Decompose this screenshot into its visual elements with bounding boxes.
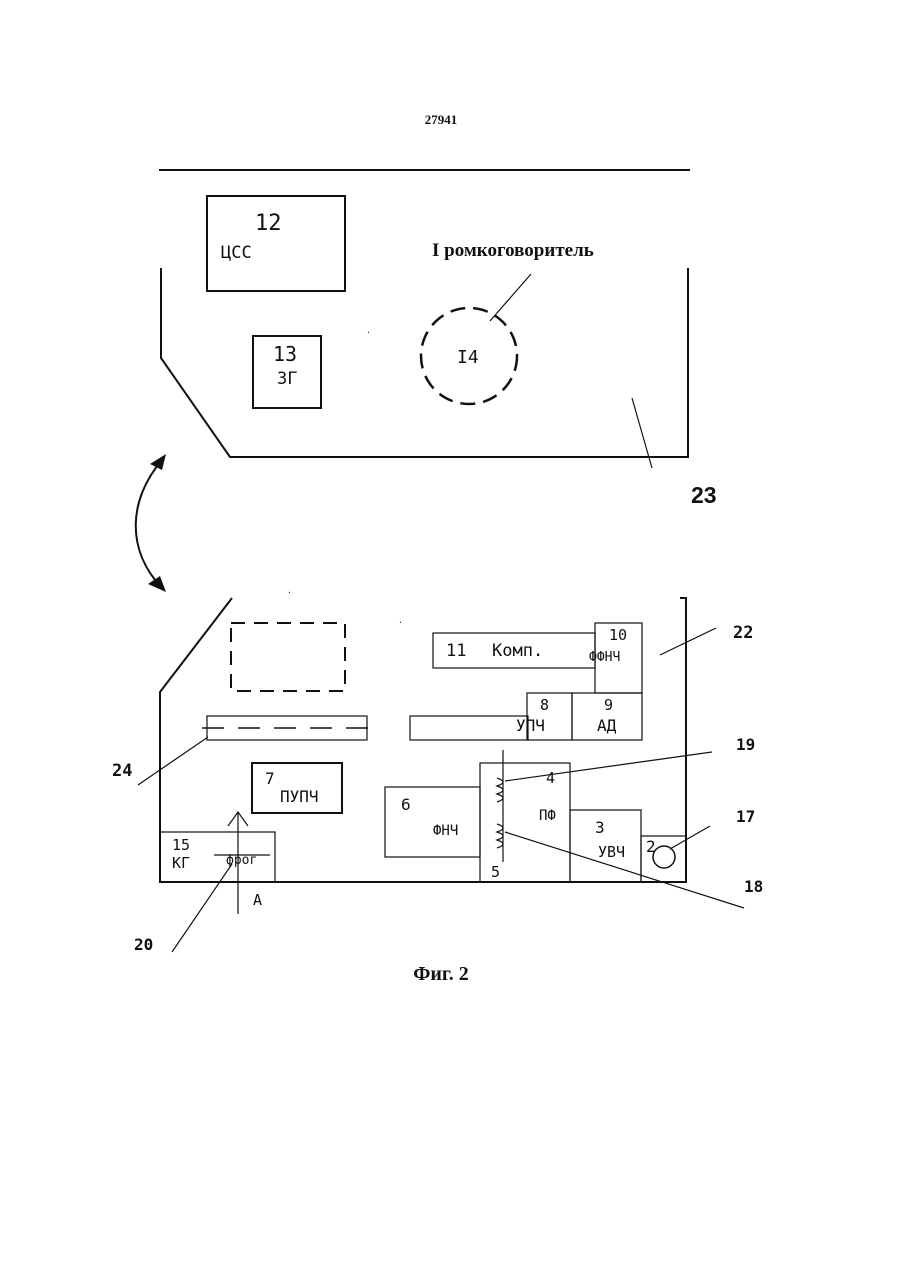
ref-17: 17 xyxy=(736,807,755,826)
top-panel-outline xyxy=(161,268,688,457)
block-11-label: Комп. xyxy=(492,641,543,661)
strip-before-8 xyxy=(410,716,528,740)
block-12-number: 12 xyxy=(255,211,282,236)
stray-dot-3: . xyxy=(398,616,403,625)
rotation-arrow-curve xyxy=(136,460,162,588)
rotation-arrow-head-bottom xyxy=(148,576,166,592)
block-5-number: 5 xyxy=(491,863,500,881)
ref-18: 18 xyxy=(744,877,763,896)
block-3-label: УВЧ xyxy=(598,843,625,861)
ref-24: 24 xyxy=(112,761,132,781)
block-15-number: 15 xyxy=(172,836,190,854)
ref-22: 22 xyxy=(733,623,753,643)
block-10-number: 10 xyxy=(609,626,627,644)
rotation-arrow xyxy=(136,454,166,592)
block-7-number: 7 xyxy=(265,769,275,788)
block-12-label: ЦСС xyxy=(221,243,252,263)
block-8-number: 8 xyxy=(540,696,549,714)
block-9-number: 9 xyxy=(604,696,613,714)
patent-number: 27941 xyxy=(425,112,458,127)
block-8-label: УПЧ xyxy=(516,716,545,735)
section-label-a: А xyxy=(253,891,262,909)
block-10-label: ФФНЧ xyxy=(589,650,620,665)
speaker-14-number: I4 xyxy=(457,347,479,368)
figure-caption: Фиг. 2 xyxy=(413,963,469,985)
stray-dot: . xyxy=(366,326,371,335)
ref-22-leader xyxy=(660,628,716,655)
rotation-arrow-head-top xyxy=(150,454,166,470)
ref-24-leader xyxy=(138,737,208,785)
block-6-number: 6 xyxy=(401,795,411,814)
block-6-label: ФНЧ xyxy=(433,823,458,839)
coil-bottom xyxy=(497,824,503,848)
ref-19-leader xyxy=(505,752,712,781)
block-4-label: ПФ xyxy=(539,808,556,824)
ref-20-leader xyxy=(172,864,232,952)
dashed-placeholder-box xyxy=(231,623,345,691)
top-panel: 12 ЦСС 13 ЗГ I4 I ромкоговоритель 23 . xyxy=(161,196,717,508)
speaker-label: I ромкоговоритель xyxy=(432,240,594,261)
block-13-label: ЗГ xyxy=(277,369,297,389)
block-6-fnch xyxy=(385,787,480,857)
stray-dot-2: . xyxy=(287,586,292,595)
speaker-leader xyxy=(490,274,531,321)
block-4-number: 4 xyxy=(546,769,555,787)
ref-19: 19 xyxy=(736,735,755,754)
ref-20: 20 xyxy=(134,935,153,954)
block-3-number: 3 xyxy=(595,818,605,837)
coil-top xyxy=(497,778,503,802)
ref-17-leader xyxy=(670,826,710,849)
block-9-label: АД xyxy=(597,716,617,735)
block-13-number: 13 xyxy=(273,342,297,366)
connector-17-circle xyxy=(653,846,675,868)
block-11-number: 11 xyxy=(446,641,466,661)
ref-23: 23 xyxy=(691,482,717,508)
block-7-label: ПУПЧ xyxy=(280,787,319,806)
block-15-label: КГ xyxy=(172,854,190,872)
bottom-panel: 24 11 Комп. 10 ФФНЧ 22 8 УПЧ 9 АД 7 ПУПЧ… xyxy=(112,586,763,954)
